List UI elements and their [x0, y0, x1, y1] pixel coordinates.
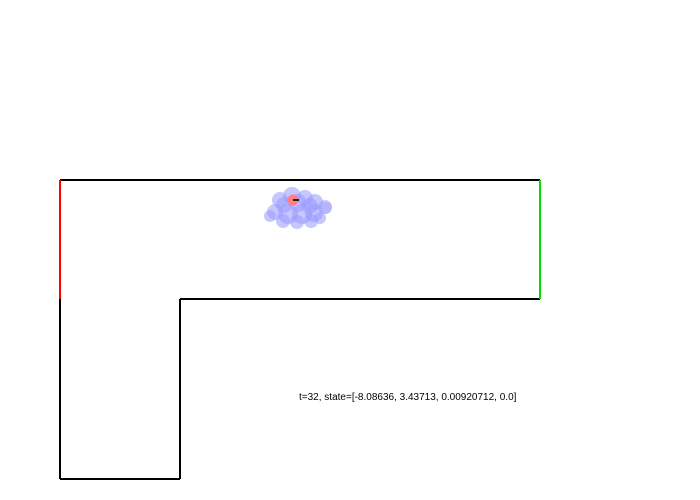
- robot-dot-icon: [287, 194, 299, 206]
- particle: [318, 200, 332, 214]
- status-readout: t=32, state=[-8.08636, 3.43713, 0.009207…: [299, 392, 517, 403]
- corridor-walls: [59, 179, 540, 480]
- particle: [290, 215, 304, 229]
- particle: [302, 198, 318, 214]
- particle-outlier: [320, 202, 332, 214]
- particle: [314, 212, 326, 224]
- particle: [264, 210, 276, 222]
- particle: [276, 214, 290, 228]
